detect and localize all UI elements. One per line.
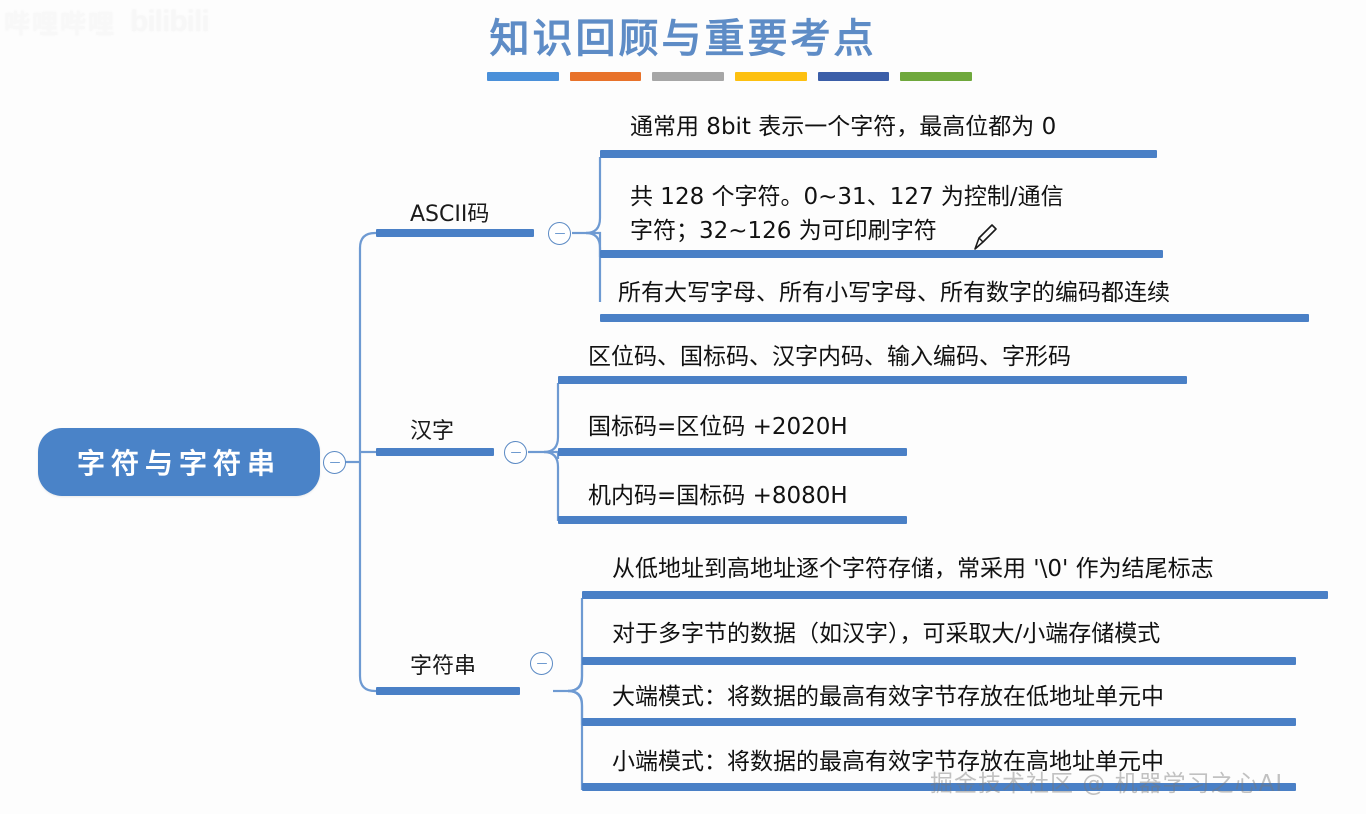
branch-bar-hanzi	[376, 448, 494, 456]
pen-cursor-icon	[974, 224, 997, 250]
leaf-string-3-text[interactable]: 大端模式：将数据的最高有效字节存放在低地址单元中	[612, 684, 1164, 710]
wire-hanzi-leaf2	[544, 450, 560, 459]
leaf-bar-string-4	[582, 783, 1296, 791]
page-title: 知识回顾与重要考点	[489, 16, 877, 62]
branch-label-hanzi[interactable]: 汉字	[410, 419, 455, 444]
title-accent-bars	[487, 72, 973, 83]
root-node-character-and-string[interactable]: 字符与字符串	[38, 428, 320, 496]
wire-string-leaf2	[567, 664, 584, 693]
accent-bar-2	[652, 72, 725, 81]
leaf-bar-string-1	[582, 591, 1328, 599]
branch-label-string[interactable]: 字符串	[410, 654, 477, 679]
leaf-string-4-text[interactable]: 小端模式：将数据的最高有效字节存放在高地址单元中	[612, 749, 1164, 775]
root-node-label: 字符与字符串	[76, 448, 281, 479]
wire-string-leaf3	[567, 689, 584, 725]
accent-bar-0	[487, 72, 559, 81]
leaf-ascii-1-text[interactable]: 通常用 8bit 表示一个字符，最高位都为 0	[630, 114, 1057, 140]
toggle-ascii-collapse[interactable]	[548, 222, 571, 245]
wire-ascii-leaf1	[585, 157, 602, 235]
leaf-bar-string-2	[582, 657, 1296, 665]
accent-bar-4	[817, 72, 890, 81]
wire-ascii-leaf2	[586, 231, 602, 257]
leaf-bar-hanzi-1	[558, 376, 1187, 384]
branch-label-ascii[interactable]: ASCII码	[410, 202, 490, 227]
leaf-bar-hanzi-3	[558, 516, 907, 524]
leaf-ascii-2-text[interactable]: 共 128 个字符。0~31、127 为控制/通信 字符；32~126 为可印刷…	[630, 184, 1064, 244]
leaf-bar-string-3	[582, 718, 1296, 726]
leaf-hanzi-1-text[interactable]: 区位码、国标码、汉字内码、输入编码、字形码	[588, 344, 1071, 370]
accent-bar-5	[900, 72, 973, 81]
wire-string-leaf1	[567, 598, 584, 693]
wire-hanzi-leaf3	[543, 450, 560, 521]
leaf-bar-ascii-2	[600, 250, 1163, 258]
accent-bar-1	[569, 72, 642, 81]
leaf-hanzi-2-text[interactable]: 国标码=区位码 +2020H	[588, 414, 848, 440]
toggle-string-collapse[interactable]	[530, 652, 553, 675]
branch-bar-ascii	[376, 229, 534, 237]
branch-bar-string	[376, 687, 520, 695]
wire-string-leaf4	[567, 689, 584, 790]
leaf-string-1-text[interactable]: 从低地址到高地址逐个字符存储，常采用 '\0' 作为结尾标志	[612, 556, 1214, 582]
wire-hanzi-leaf1	[543, 383, 560, 454]
toggle-root-collapse[interactable]	[323, 451, 346, 474]
wire-ascii-leaf3	[585, 231, 602, 302]
leaf-ascii-3-text[interactable]: 所有大写字母、所有小写字母、所有数字的编码都连续	[618, 280, 1170, 306]
wire-trunk-to-string	[358, 675, 376, 693]
leaf-bar-ascii-1	[600, 150, 1157, 158]
toggle-hanzi-collapse[interactable]	[504, 441, 527, 464]
leaf-bar-hanzi-2	[558, 448, 907, 456]
wire-trunk-to-ascii	[358, 231, 376, 249]
leaf-string-2-text[interactable]: 对于多字节的数据（如汉字），可采取大/小端存储模式	[612, 621, 1161, 647]
leaf-bar-ascii-3	[600, 314, 1309, 322]
accent-bar-3	[735, 72, 807, 81]
leaf-hanzi-3-text[interactable]: 机内码=国标码 +8080H	[588, 483, 848, 509]
